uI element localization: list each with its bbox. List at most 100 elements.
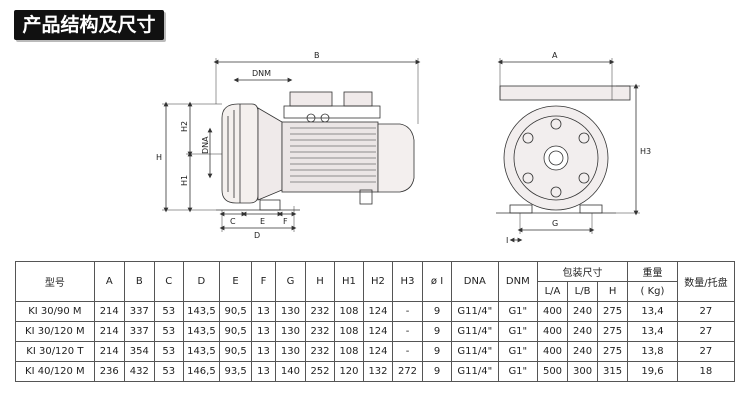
col-header-dnm: DNM [497,261,538,302]
col-header-h1: H1 [333,261,364,302]
table-cell: 240 [567,321,599,342]
table-cell: 124 [362,301,393,322]
table-cell: - [391,301,424,322]
table-cell: 232 [304,301,335,322]
table-cell: 232 [304,341,335,362]
dim-label-dnm: DNM [252,69,271,78]
table-cell: 108 [333,321,364,342]
table-cell: 240 [567,301,599,322]
table-cell: 130 [274,321,306,342]
table-subheader-row: L/A L/B H ( Kg) [16,281,735,302]
table-cell: 90,5 [219,321,253,342]
table-cell: 400 [536,341,569,362]
table-cell: 13,4 [627,321,678,342]
table-cell: 432 [123,361,155,382]
table-cell: 18 [676,361,736,382]
table-cell: 252 [304,361,335,382]
table-cell: G1" [497,321,538,342]
table-cell: 19,6 [627,361,678,382]
table-cell: 146,5 [182,361,221,382]
table-cell: 93,5 [219,361,253,382]
table-cell: 130 [274,301,306,322]
dim-label-b: B [314,51,320,60]
table-cell: 9 [422,301,453,322]
spec-table: 型号 A B C D E F G H H1 H2 H3 ø I DNA DNM … [15,261,736,382]
table-cell: 272 [391,361,424,382]
table-cell: 143,5 [182,341,221,362]
pump-dimension-drawing: B DNM H H2 H1 DNA C E F D A H3 G I [156,51,651,245]
col-header-qty: 数量/托盘 [676,261,736,302]
table-cell: 300 [567,361,599,382]
table-cell: 143,5 [182,321,221,342]
col-header-a: A [93,261,125,302]
table-cell: 275 [597,341,629,362]
dim-label-h3: H3 [640,147,651,156]
table-cell: G1" [497,361,538,382]
table-cell: 13,4 [627,301,678,322]
dim-label-dna: DNA [201,136,210,154]
col-header-pack: 包装尺寸 [536,261,629,282]
col-header-h3: H3 [391,261,424,302]
table-cell: 108 [333,341,364,362]
col-header-g: G [274,261,306,302]
table-cell: 240 [567,341,599,362]
col-header-dna: DNA [451,261,499,302]
table-cell: 214 [93,341,125,362]
col-header-pack-lb: L/B [567,281,599,302]
col-header-weight: 重量 [627,261,678,282]
table-cell: 90,5 [219,301,253,322]
table-cell: KI 40/120 M [15,361,95,382]
table-cell: 214 [93,301,125,322]
table-cell: 140 [274,361,306,382]
table-header-row: 型号 A B C D E F G H H1 H2 H3 ø I DNA DNM … [15,261,736,302]
table-cell: 132 [362,361,393,382]
dim-label-e: E [260,217,265,226]
col-header-weight-unit: ( Kg) [627,281,678,302]
table-cell: 315 [597,361,629,382]
table-cell: G11/4" [451,361,499,382]
table-cell: G11/4" [451,341,499,362]
dim-label-g: G [552,219,558,228]
table-cell: 232 [304,321,335,342]
table-cell: - [391,341,424,362]
table-cell: 214 [93,321,125,342]
table-cell: 13,8 [627,341,678,362]
table-cell: G11/4" [451,301,499,322]
table-cell: 13 [251,321,276,342]
table-cell: 236 [93,361,125,382]
table-cell: 354 [123,341,155,362]
col-header-f: F [251,261,276,302]
table-cell: 13 [251,361,276,382]
col-header-i: ø I [422,261,453,302]
dim-label-c: C [230,217,236,226]
table-cell: 337 [123,321,155,342]
dim-label-d: D [254,231,260,240]
col-header-pack-h: H [597,281,629,302]
table-cell: 13 [251,341,276,362]
table-cell: 53 [153,361,184,382]
table-cell: 124 [362,321,393,342]
table-cell: 53 [153,321,184,342]
table-cell: 90,5 [219,341,253,362]
table-cell: - [391,321,424,342]
table-cell: G1" [497,301,538,322]
table-cell: 400 [536,301,569,322]
table-cell: 27 [676,321,736,342]
table-cell: 108 [333,301,364,322]
table-cell: KI 30/90 M [15,301,95,322]
table-cell: 130 [274,341,306,362]
col-header-h2: H2 [362,261,393,302]
table-cell: 124 [362,341,393,362]
table-cell: 400 [536,321,569,342]
section-title: 产品结构及尺寸 [14,10,164,40]
dim-label-h2: H2 [180,121,189,132]
table-cell: 120 [333,361,364,382]
table-cell: 13 [251,301,276,322]
table-cell: 500 [536,361,569,382]
dim-label-h: H [156,153,162,162]
table-cell: 9 [422,321,453,342]
